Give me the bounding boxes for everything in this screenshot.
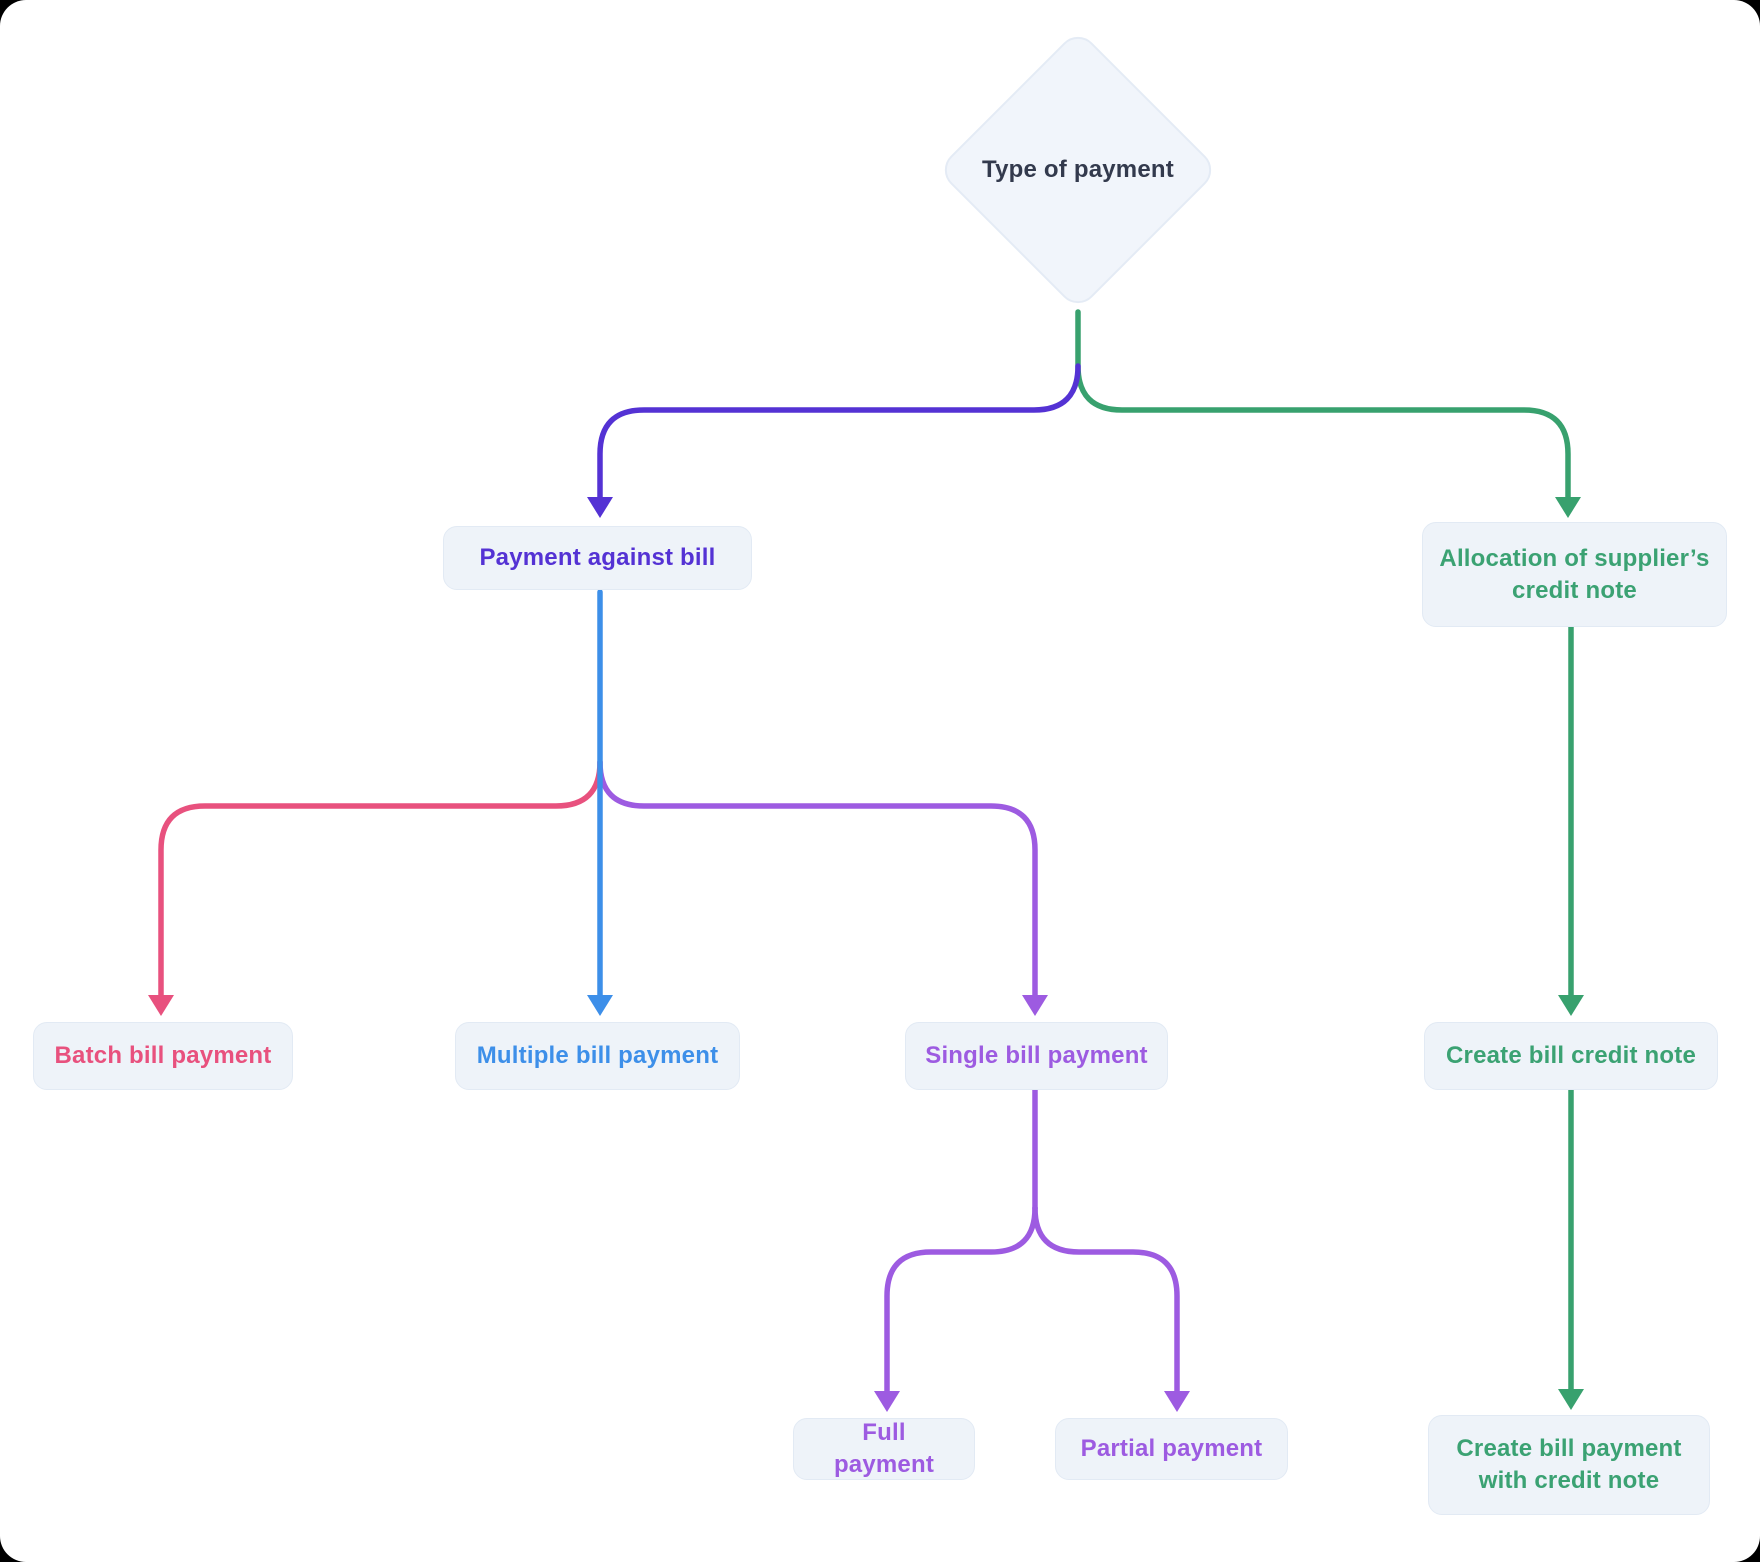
arrowhead-create-bill-payment-with-credit-note bbox=[1558, 1389, 1584, 1410]
node-single-bill-payment: Single bill payment bbox=[905, 1022, 1168, 1090]
arrowhead-single-bill-payment bbox=[1022, 995, 1048, 1016]
edge-to-partial-payment bbox=[1032, 1205, 1180, 1396]
arrowhead-full-payment bbox=[874, 1391, 900, 1412]
edge-root-to-allocation bbox=[1075, 309, 1571, 502]
node-full-payment: Full payment bbox=[793, 1418, 975, 1480]
edge-to-single-bill-payment bbox=[597, 759, 1038, 1000]
node-type-of-payment: Type of payment bbox=[982, 156, 1174, 183]
node-create-bill-credit-note: Create bill credit note bbox=[1424, 1022, 1718, 1090]
edge-to-batch-bill-payment bbox=[158, 759, 603, 1000]
arrowhead-partial-payment bbox=[1164, 1391, 1190, 1412]
arrowhead-batch-bill-payment bbox=[148, 995, 174, 1016]
node-allocation-of-suppliers-credit-note: Allocation of supplier’s credit note bbox=[1422, 522, 1727, 627]
node-multiple-bill-payment: Multiple bill payment bbox=[455, 1022, 740, 1090]
node-create-bill-payment-with-credit-note: Create bill payment with credit note bbox=[1428, 1415, 1710, 1515]
node-partial-payment: Partial payment bbox=[1055, 1418, 1288, 1480]
arrowhead-multiple-bill-payment bbox=[587, 995, 613, 1016]
edge-root-to-payment-against-bill bbox=[597, 363, 1081, 502]
arrowhead-payment-against-bill bbox=[587, 497, 613, 518]
edge-to-full-payment bbox=[884, 1205, 1038, 1396]
node-payment-against-bill: Payment against bill bbox=[443, 526, 752, 590]
arrowhead-allocation bbox=[1555, 497, 1581, 518]
node-batch-bill-payment: Batch bill payment bbox=[33, 1022, 293, 1090]
arrowhead-create-bill-credit-note bbox=[1558, 995, 1584, 1016]
